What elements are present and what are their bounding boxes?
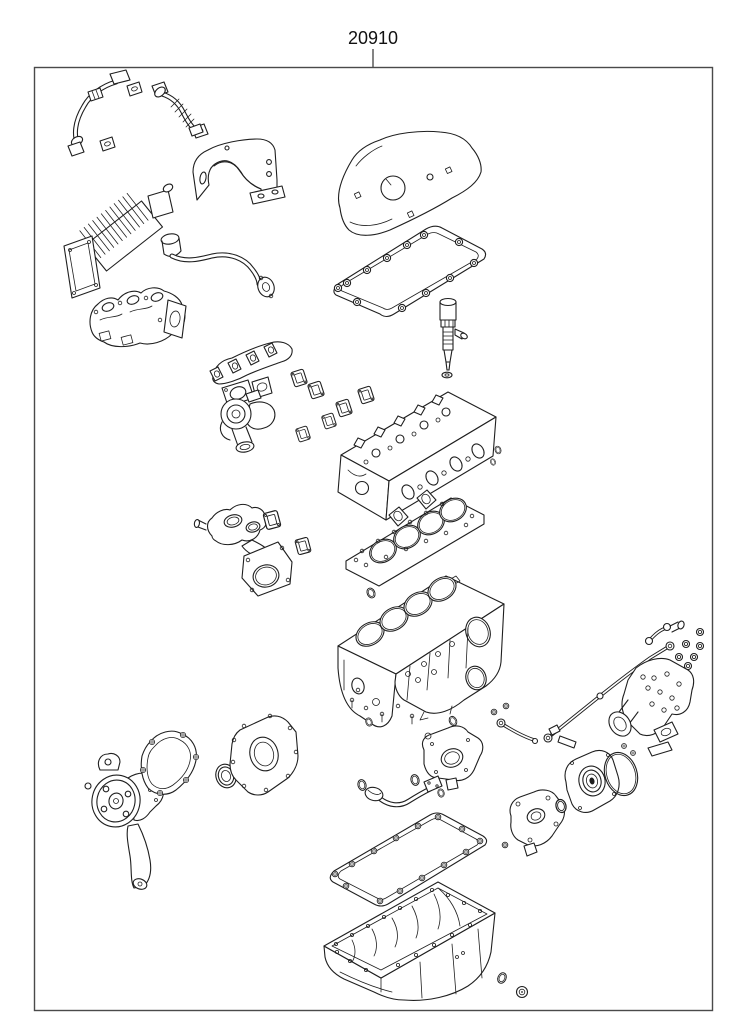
egr-cooler [63,183,174,299]
water-hose-assembly [160,233,275,299]
egr-pipe-a [67,69,131,157]
part-number-callout[interactable]: 20910 [348,28,398,48]
oil-feed-pipes [490,620,705,749]
thermostat-housing [241,541,293,597]
cylinder-head-gasket [345,497,485,587]
gasket-grommets [333,230,479,313]
fuel-injector [439,297,468,379]
o-ring-large [603,751,639,797]
front-plate [229,713,299,796]
injector-washer [441,371,453,379]
diagram-border [33,66,714,1012]
pipe-flange-gasket [99,81,143,152]
rear-seal-plate [564,749,620,813]
water-pump-gasket [139,730,200,797]
cylinder-block [337,575,505,728]
o-ring-block [364,586,378,600]
rocker-cover [337,130,482,236]
intake-manifold [89,287,187,348]
turbocharger-front [219,389,276,453]
oil-pan-gasket [329,812,488,907]
exhaust-manifold [209,341,293,407]
turbocharger-rear [608,657,695,757]
drain-plug-gasket [495,970,529,999]
block-small-hardware [349,687,415,725]
rocker-cover-gasket [333,225,487,318]
oil-pan [323,881,496,1001]
port-gaskets [289,368,376,443]
engine-mount-bracket [188,123,286,205]
core-plugs [465,616,491,691]
oil-pickup-tube [356,775,443,808]
front-case [409,714,484,799]
oil-pump [501,789,565,857]
cylinder-head [337,391,497,527]
